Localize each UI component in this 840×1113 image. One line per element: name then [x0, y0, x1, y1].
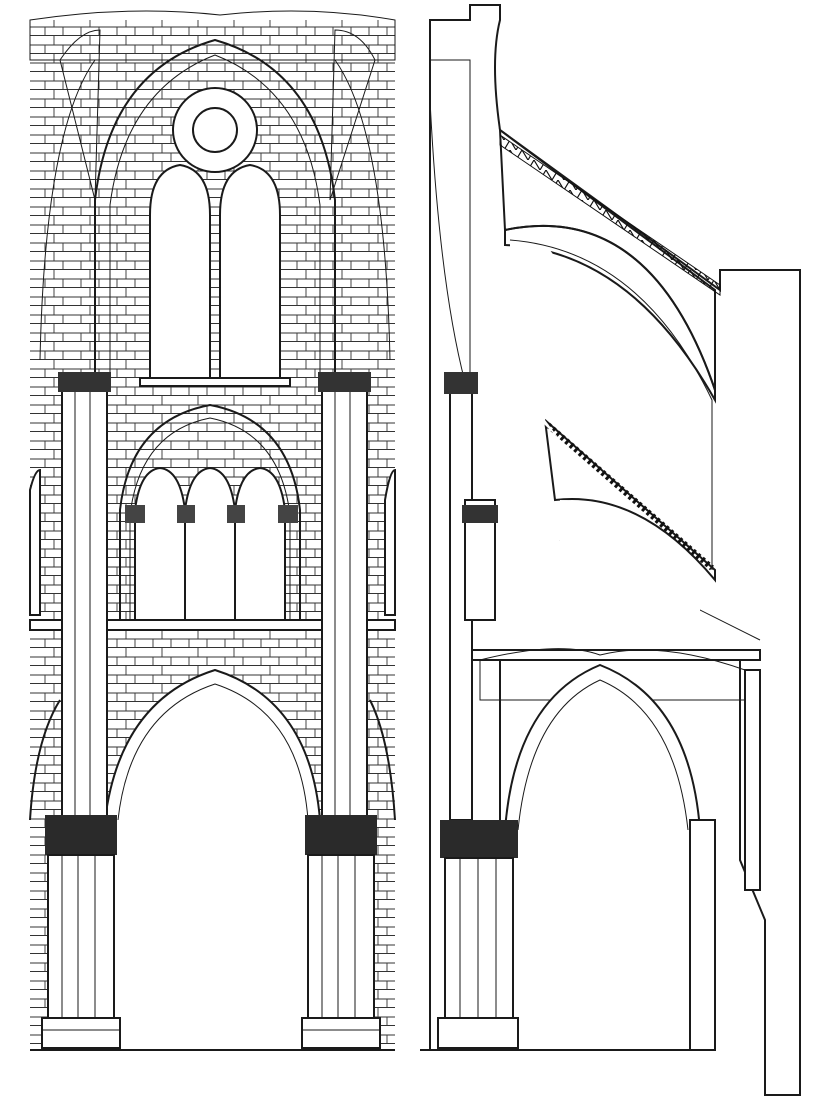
section-masonry: [429, 4, 801, 1096]
rose-tracery: [192, 107, 238, 153]
aisle-arch: [504, 663, 701, 1051]
vault-top: [29, 10, 396, 61]
flying-buttress-lower: [543, 417, 716, 583]
pier-left: [41, 372, 121, 1049]
lancet-window-left: [149, 163, 211, 386]
nave-elevation: [29, 10, 396, 1051]
aisle-floor-beam: [464, 649, 761, 661]
section-pier: [437, 372, 519, 1049]
lancet-window-right: [219, 163, 281, 386]
cross-section: [420, 4, 801, 1096]
string-course: [29, 619, 396, 631]
triforium-arch: [119, 403, 301, 620]
pier-right: [301, 372, 381, 1049]
triforium-arcade: [125, 466, 298, 620]
rose-window: [172, 87, 258, 173]
aisle-vault: [479, 648, 746, 701]
arcade-arch: [104, 668, 321, 1051]
clerestory-arch: [94, 38, 336, 380]
